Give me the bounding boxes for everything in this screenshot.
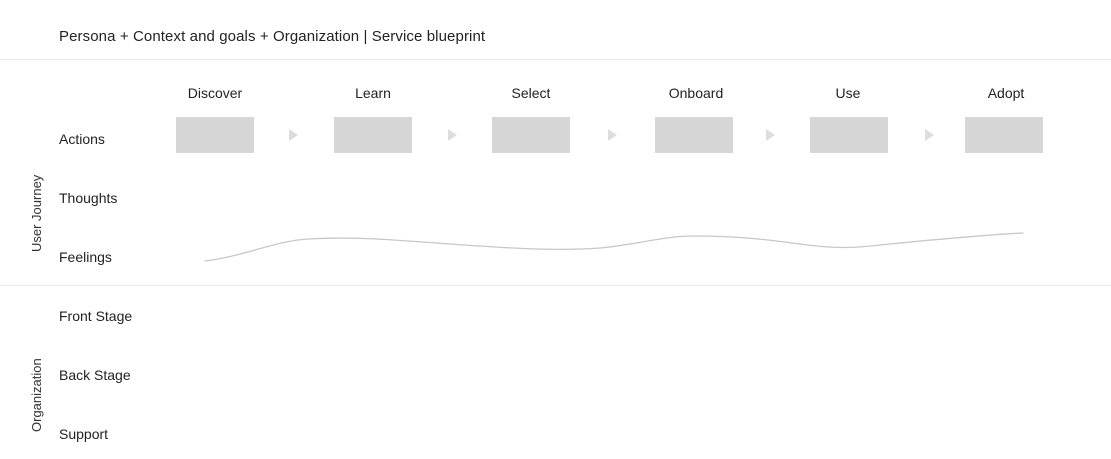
- row-label-actions: Actions: [59, 131, 105, 147]
- row-label-front-stage: Front Stage: [59, 308, 133, 324]
- group-label-user-journey: User Journey: [29, 174, 44, 252]
- stage-title-adopt[interactable]: Adopt: [987, 85, 1025, 101]
- action-card-discover[interactable]: [176, 117, 254, 153]
- group-label-organization: Organization: [29, 358, 44, 432]
- page-title: Persona + Context and goals + Organizati…: [59, 28, 486, 45]
- arrow-right-icon-4: [766, 129, 775, 141]
- stage-title-learn[interactable]: Learn: [355, 85, 391, 101]
- stage-title-discover[interactable]: Discover: [187, 85, 243, 101]
- arrow-right-icon-1: [289, 129, 298, 141]
- action-card-select[interactable]: [492, 117, 570, 153]
- front-stage-row-region[interactable]: [176, 296, 1036, 340]
- section-divider: [0, 285, 1111, 286]
- row-label-back-stage: Back Stage: [59, 367, 131, 383]
- row-label-support: Support: [59, 426, 109, 442]
- action-card-onboard[interactable]: [655, 117, 733, 153]
- emotion-curve-path: [204, 232, 1024, 262]
- stage-title-onboard[interactable]: Onboard: [668, 85, 724, 101]
- stage-title-use[interactable]: Use: [835, 85, 861, 101]
- header-divider: [0, 59, 1111, 60]
- row-label-thoughts: Thoughts: [59, 190, 118, 206]
- arrow-right-icon-3: [608, 129, 617, 141]
- row-label-feelings: Feelings: [59, 249, 112, 265]
- arrow-right-icon-5: [925, 129, 934, 141]
- header-bar: Persona + Context and goals + Organizati…: [0, 0, 1111, 60]
- support-row-region[interactable]: [176, 414, 1036, 458]
- action-card-adopt[interactable]: [965, 117, 1043, 153]
- stage-title-select[interactable]: Select: [511, 85, 551, 101]
- action-card-learn[interactable]: [334, 117, 412, 153]
- back-stage-row-region[interactable]: [176, 355, 1036, 399]
- action-card-use[interactable]: [810, 117, 888, 153]
- arrow-right-icon-2: [448, 129, 457, 141]
- thoughts-row-region[interactable]: [176, 176, 1036, 220]
